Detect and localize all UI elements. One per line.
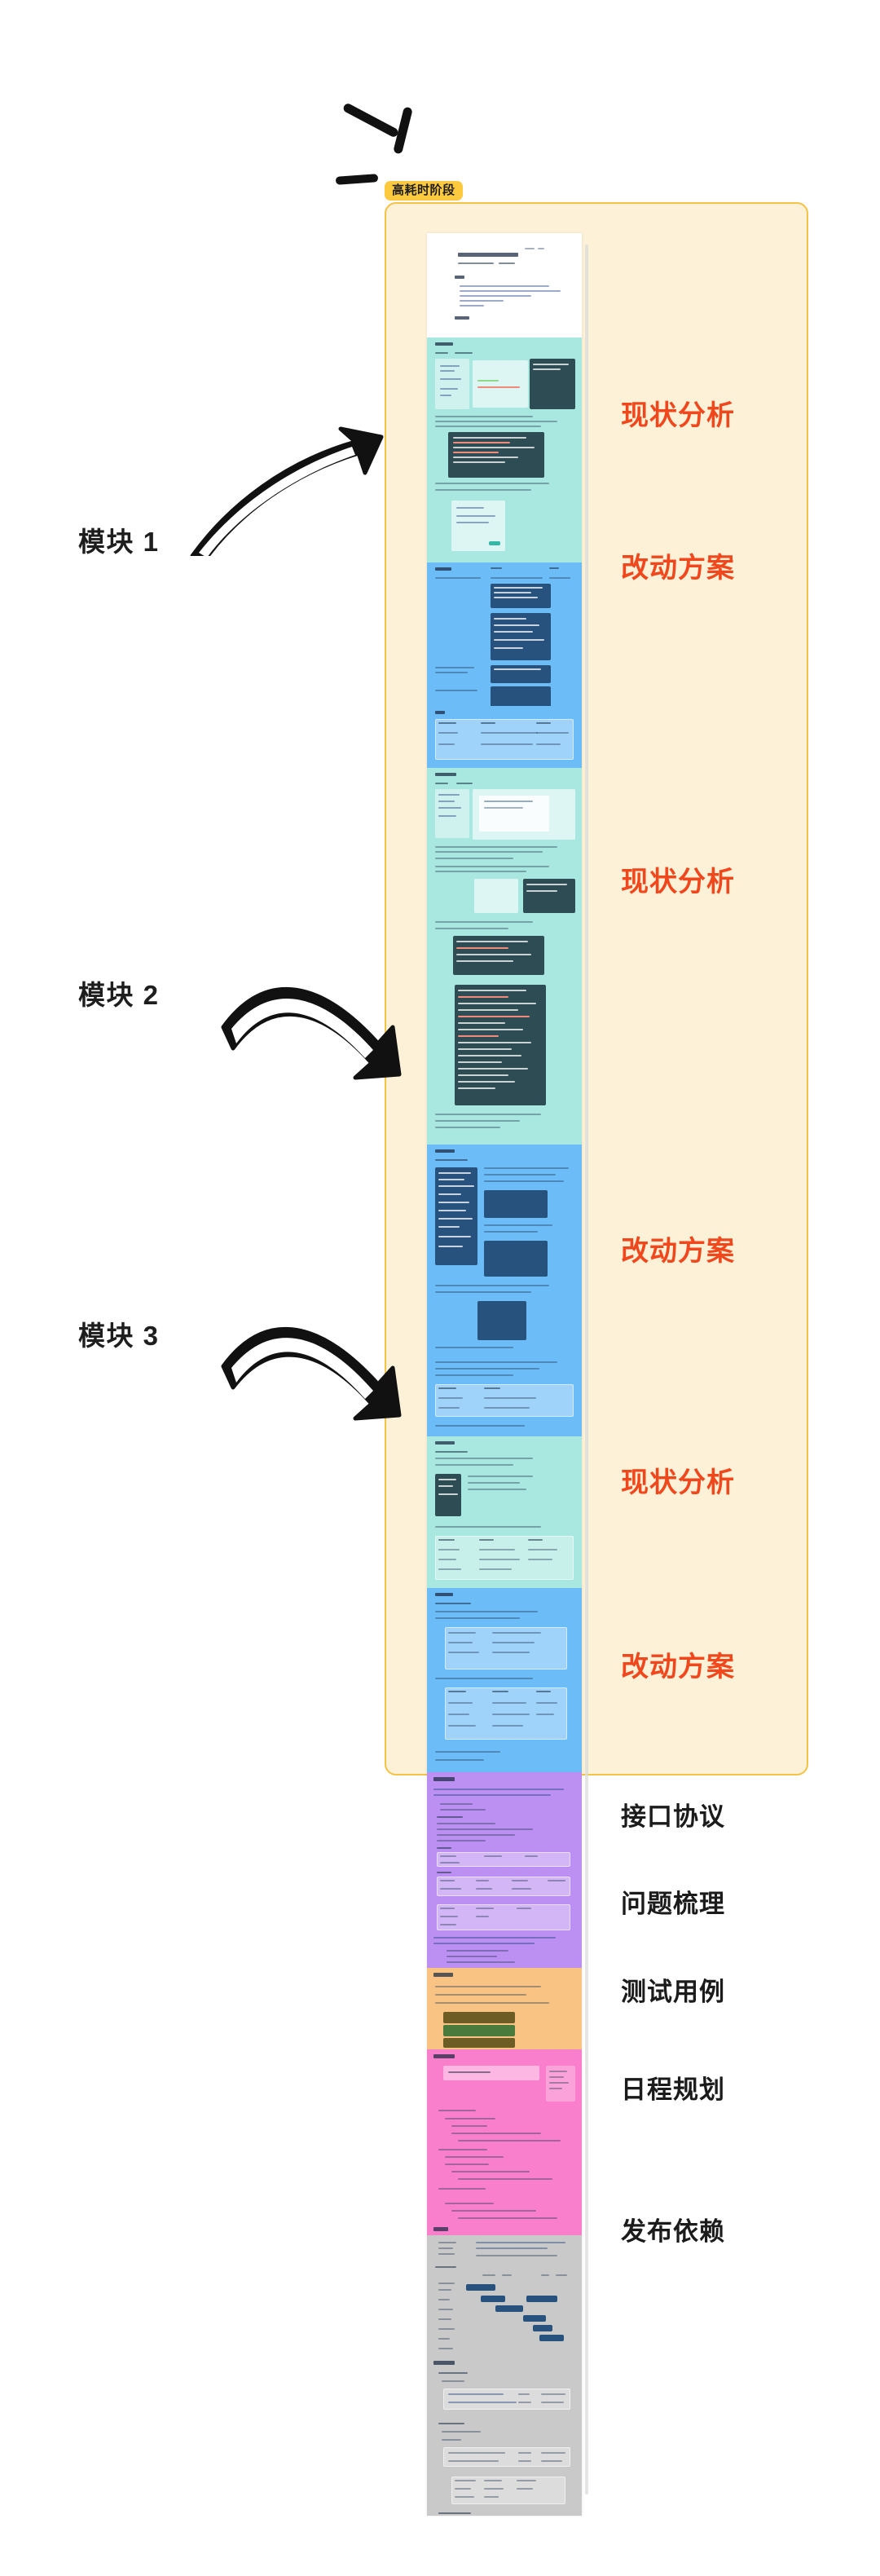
- section-label-status-analysis-1: 现状分析: [621, 400, 735, 431]
- section-label-schedule-plan: 日程规划: [621, 2075, 725, 2104]
- sparkle-mark-icon: [341, 102, 400, 139]
- doc-section-change-plan-1-table: [427, 706, 582, 768]
- section-label-status-analysis-3: 现状分析: [621, 1467, 735, 1498]
- doc-section-status-analysis-1: [427, 337, 582, 497]
- module-label-3: 模块 3: [78, 1321, 160, 1351]
- document-scrollbar[interactable]: [585, 245, 588, 2494]
- doc-section-change-plan-1: [427, 562, 582, 706]
- arrow-up-right-icon: [190, 426, 384, 556]
- doc-section-issue-review: [427, 1968, 582, 2049]
- doc-section-change-plan-2: [427, 1145, 582, 1355]
- doc-section-test-cases: [427, 2049, 582, 2199]
- section-label-test-cases: 测试用例: [621, 1978, 725, 2006]
- section-label-change-plan-2: 改动方案: [621, 1236, 735, 1267]
- phase-tag-badge: 高耗时阶段: [385, 181, 463, 201]
- doc-section-status-analysis-2-code: [427, 981, 582, 1145]
- section-label-issue-review: 问题梳理: [621, 1890, 725, 1918]
- section-label-change-plan-3: 改动方案: [621, 1652, 735, 1683]
- sparkle-mark-icon: [335, 174, 379, 185]
- doc-section-change-plan-2-cont: [427, 1355, 582, 1436]
- doc-section-title: [427, 233, 582, 337]
- section-label-interface-protocol: 接口协议: [621, 1802, 725, 1831]
- doc-section-release-dependency: [427, 2356, 582, 2516]
- arrow-down-right-icon: [221, 1326, 402, 1421]
- section-label-release-dependency: 发布依赖: [621, 2217, 725, 2246]
- module-label-2: 模块 2: [78, 980, 160, 1010]
- doc-section-status-analysis-1-cont: [427, 497, 582, 562]
- module-label-1: 模块 1: [78, 527, 160, 557]
- doc-section-schedule-plan: [427, 2235, 582, 2356]
- doc-section-change-plan-3: [427, 1588, 582, 1772]
- section-label-change-plan-1: 改动方案: [621, 553, 735, 584]
- doc-section-status-analysis-3: [427, 1436, 582, 1588]
- doc-section-interface-protocol: [427, 1772, 582, 1901]
- doc-section-test-cases-cont: [427, 2199, 582, 2235]
- doc-section-status-analysis-2: [427, 768, 582, 981]
- arrow-down-right-icon: [221, 986, 402, 1080]
- doc-section-interface-protocol-cont: [427, 1901, 582, 1968]
- document-thumbnail-column[interactable]: [427, 233, 582, 2516]
- section-label-status-analysis-2: 现状分析: [621, 867, 735, 898]
